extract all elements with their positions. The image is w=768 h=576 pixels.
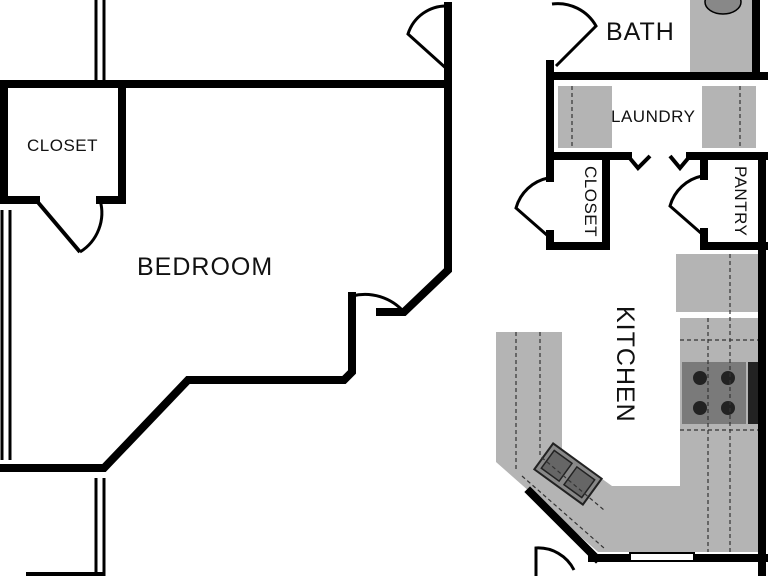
door-swing	[551, 2, 598, 68]
room-label-closet-left: CLOSET	[27, 136, 98, 155]
fridge-fixture	[676, 254, 758, 312]
toilet-fixture	[704, 0, 742, 15]
burner-icon	[693, 401, 707, 415]
sink-fixture	[532, 442, 604, 506]
door-swing	[79, 199, 104, 254]
washer-fixture	[558, 86, 612, 148]
door-swing	[351, 292, 406, 314]
doors	[34, 2, 703, 576]
window	[629, 552, 695, 562]
stove-fixture	[682, 362, 746, 424]
burner-icon	[721, 371, 735, 385]
room-label-bedroom: BEDROOM	[137, 253, 273, 281]
room-label-laundry: LAUNDRY	[611, 107, 695, 126]
door-swing	[514, 176, 549, 238]
door-swing	[668, 174, 703, 236]
dryer-fixture	[702, 86, 756, 148]
room-label-closet-mid: CLOSET	[581, 166, 600, 237]
door-swing	[406, 4, 450, 72]
burner-icon	[693, 371, 707, 385]
room-label-pantry: PANTRY	[731, 166, 750, 236]
door-swing	[534, 546, 576, 576]
room-label-bath: BATH	[606, 18, 675, 46]
room-label-kitchen: KITCHEN	[611, 306, 639, 423]
burner-icon	[721, 401, 735, 415]
fixtures	[496, 0, 758, 552]
